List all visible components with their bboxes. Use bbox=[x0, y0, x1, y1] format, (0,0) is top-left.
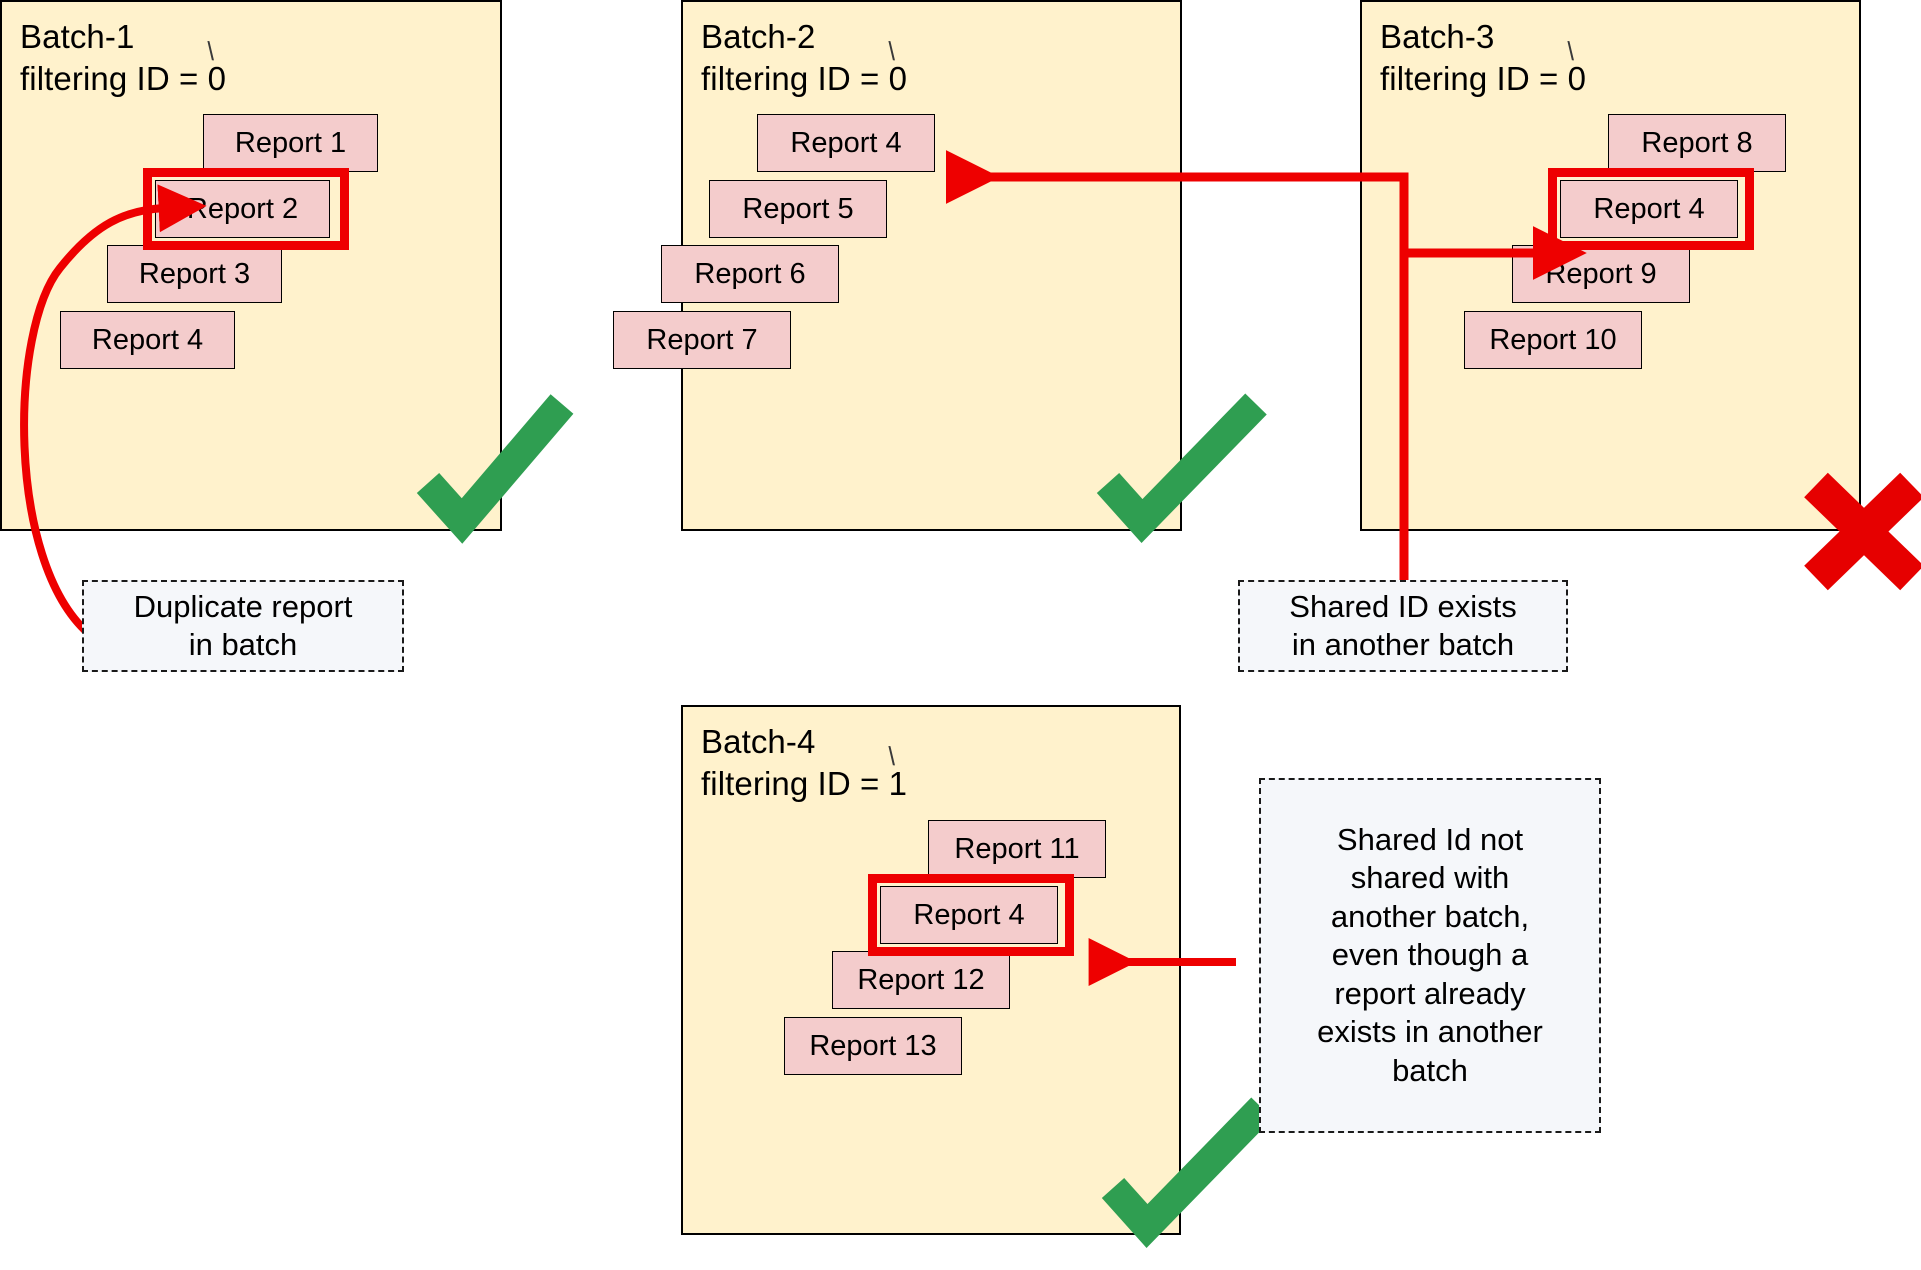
batch-4-title: Batch-4 filtering ID = 1 bbox=[701, 721, 907, 805]
report-card[interactable]: Report 4 bbox=[880, 886, 1058, 944]
callout-shared-id-exists[interactable]: Shared ID exists in another batch bbox=[1238, 580, 1568, 672]
batch-1-title: Batch-1 filtering ID = 0 bbox=[20, 16, 226, 100]
batch-3-name: Batch-3 bbox=[1380, 18, 1495, 55]
batch-1-name: Batch-1 bbox=[20, 18, 135, 55]
batch-4-tick-icon: \ bbox=[887, 740, 896, 772]
report-card[interactable]: Report 2 bbox=[155, 180, 330, 238]
batch-3-filter-label: filtering ID = 0 bbox=[1380, 60, 1587, 98]
report-card[interactable]: Report 10 bbox=[1464, 311, 1642, 369]
batch-2-filter-label: filtering ID = 0 bbox=[701, 60, 908, 98]
report-card[interactable]: Report 5 bbox=[709, 180, 887, 238]
report-card[interactable]: Report 4 bbox=[757, 114, 935, 172]
batch-2-tick-icon: \ bbox=[887, 35, 896, 67]
callout-shared-id-not-shared[interactable]: Shared Id not shared with another batch,… bbox=[1259, 778, 1601, 1133]
report-card[interactable]: Report 3 bbox=[107, 245, 282, 303]
report-card[interactable]: Report 9 bbox=[1512, 245, 1690, 303]
batch-3-title: Batch-3 filtering ID = 0 bbox=[1380, 16, 1586, 100]
report-card[interactable]: Report 6 bbox=[661, 245, 839, 303]
report-card[interactable]: Report 13 bbox=[784, 1017, 962, 1075]
callout-duplicate-report-text: Duplicate report in batch bbox=[133, 588, 353, 662]
report-card[interactable]: Report 4 bbox=[60, 311, 235, 369]
report-card[interactable]: Report 8 bbox=[1608, 114, 1786, 172]
batch-2-title: Batch-2 filtering ID = 0 bbox=[701, 16, 907, 100]
report-card[interactable]: Report 1 bbox=[203, 114, 378, 172]
callout-shared-id-exists-text: Shared ID exists in another batch bbox=[1289, 588, 1517, 662]
report-card[interactable]: Report 4 bbox=[1560, 180, 1738, 238]
batch-4-filter-label: filtering ID = 1 bbox=[701, 765, 908, 803]
batch-2-name: Batch-2 bbox=[701, 18, 816, 55]
callout-shared-id-not-shared-text: Shared Id not shared with another batch,… bbox=[1317, 821, 1543, 1088]
batch-1-filter-label: filtering ID = 0 bbox=[20, 60, 227, 98]
report-card[interactable]: Report 11 bbox=[928, 820, 1106, 878]
report-card[interactable]: Report 12 bbox=[832, 951, 1010, 1009]
batch-3-tick-icon: \ bbox=[1566, 35, 1575, 67]
batch-4-name: Batch-4 bbox=[701, 723, 816, 760]
batch-1-tick-icon: \ bbox=[206, 35, 215, 67]
report-card[interactable]: Report 7 bbox=[613, 311, 791, 369]
callout-duplicate-report[interactable]: Duplicate report in batch bbox=[82, 580, 404, 672]
